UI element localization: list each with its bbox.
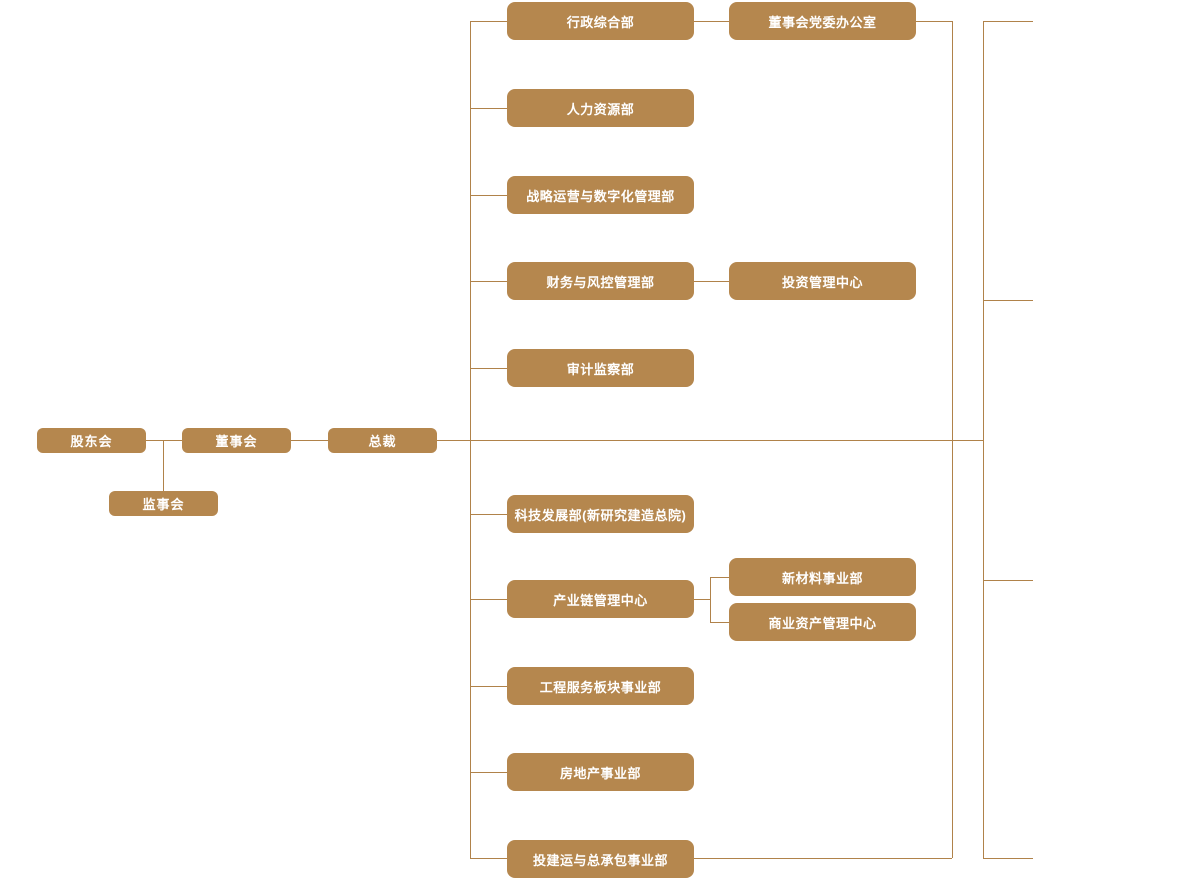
connector-shareholders-board <box>146 440 182 441</box>
connector-invest-epc-rail <box>694 858 952 859</box>
node-hr-dept: 人力资源部 <box>507 89 694 127</box>
node-shareholders-meeting: 股东会 <box>37 428 146 453</box>
stub-admin <box>470 21 507 22</box>
connector-president-trunk <box>437 440 983 441</box>
connector-admin-party-office <box>694 21 729 22</box>
connector-industry-branch-stub <box>694 599 710 600</box>
connector-party-office-rail <box>916 21 952 22</box>
connector-right-tick-2 <box>983 300 1033 301</box>
node-investment-center: 投资管理中心 <box>729 262 916 300</box>
stub-industry-chain <box>470 599 507 600</box>
connector-right-rail-inner <box>952 21 953 858</box>
node-party-office: 董事会党委办公室 <box>729 2 916 40</box>
connector-industry-branch-vertical <box>710 577 711 622</box>
node-engineering-division: 工程服务板块事业部 <box>507 667 694 705</box>
node-tech-dept: 科技发展部(新研究建造总院) <box>507 495 694 533</box>
node-real-estate-division: 房地产事业部 <box>507 753 694 791</box>
node-commercial-assets-center: 商业资产管理中心 <box>729 603 916 641</box>
node-supervisory-board: 监事会 <box>109 491 218 516</box>
stub-invest-epc <box>470 858 507 859</box>
node-admin-dept: 行政综合部 <box>507 2 694 40</box>
connector-branch-new-materials <box>710 577 729 578</box>
connector-branch-commercial-assets <box>710 622 729 623</box>
stub-tech <box>470 514 507 515</box>
connector-board-president <box>291 440 328 441</box>
connector-right-tick-3 <box>983 580 1033 581</box>
connector-right-tick-4 <box>983 858 1033 859</box>
connector-right-rail-outer <box>983 21 984 858</box>
stub-hr <box>470 108 507 109</box>
stub-finance <box>470 281 507 282</box>
stub-engineering <box>470 686 507 687</box>
connector-finance-investment <box>694 281 729 282</box>
node-invest-epc-division: 投建运与总承包事业部 <box>507 840 694 878</box>
node-industry-chain-center: 产业链管理中心 <box>507 580 694 618</box>
connector-supervisory-drop <box>163 440 164 491</box>
stub-strategy <box>470 195 507 196</box>
node-audit-dept: 审计监察部 <box>507 349 694 387</box>
stub-audit <box>470 368 507 369</box>
node-president: 总裁 <box>328 428 437 453</box>
connector-left-spine <box>470 21 471 858</box>
connector-right-tick-1 <box>983 21 1033 22</box>
node-board-of-directors: 董事会 <box>182 428 291 453</box>
node-finance-dept: 财务与风控管理部 <box>507 262 694 300</box>
node-new-materials-division: 新材料事业部 <box>729 558 916 596</box>
node-strategy-dept: 战略运营与数字化管理部 <box>507 176 694 214</box>
stub-real-estate <box>470 772 507 773</box>
